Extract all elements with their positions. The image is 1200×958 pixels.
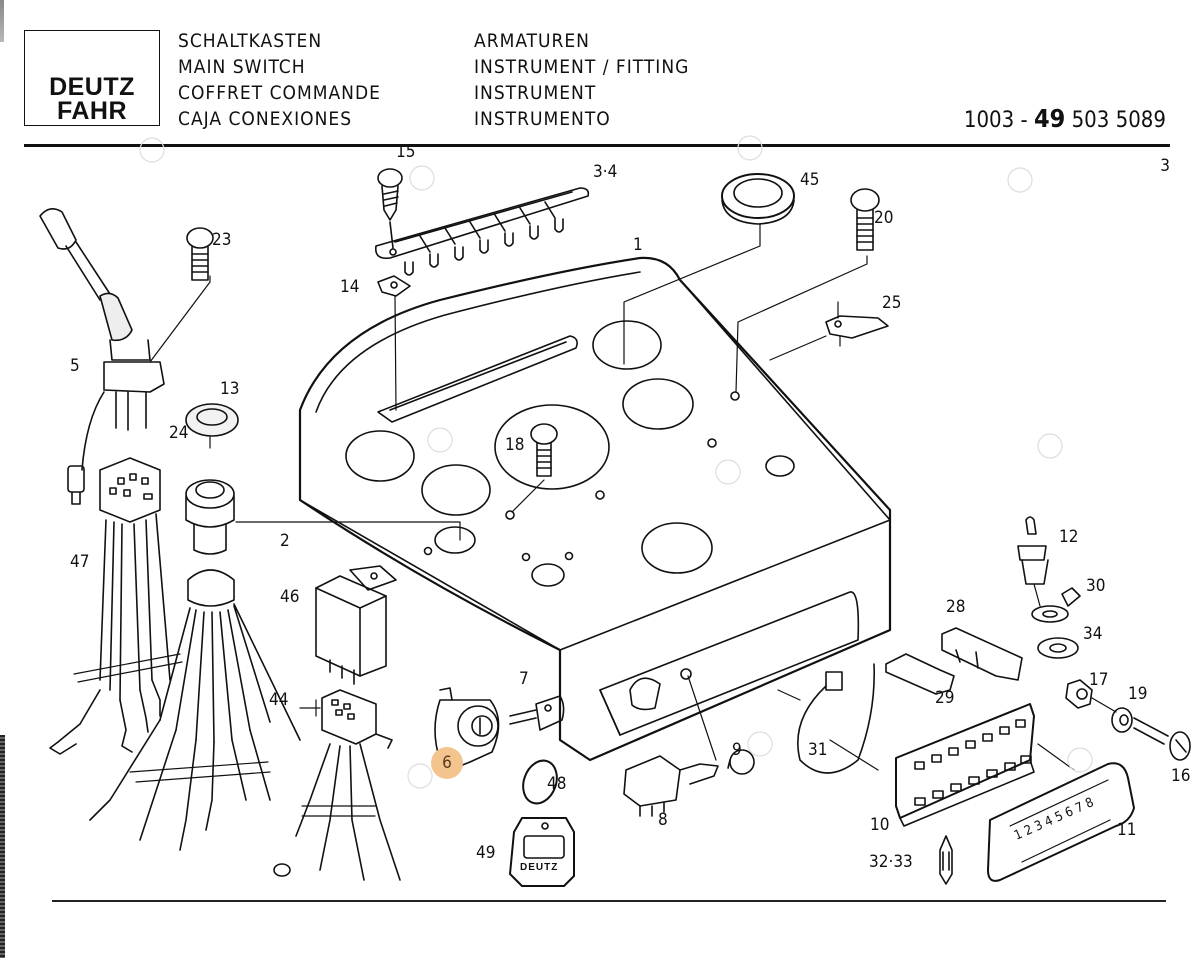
toggle-switch-5 <box>39 208 211 505</box>
group-title: SCHALTKASTEN MAIN SWITCH COFFRET COMMAND… <box>178 28 381 132</box>
switch-12 <box>1017 516 1049 607</box>
connector-29 <box>885 653 955 695</box>
part-callout-13: 13 <box>220 379 240 399</box>
part-callout-28: 28 <box>946 597 966 617</box>
screw-18 <box>511 423 558 513</box>
part-callout-48: 48 <box>547 774 567 794</box>
watermark <box>139 135 1093 789</box>
group-title-es: CAJA CONEXIONES <box>178 108 353 130</box>
bulb-32-33 <box>939 835 953 885</box>
part-callout-25: 25 <box>882 293 902 313</box>
part-callout-10: 10 <box>870 815 890 835</box>
part-callout-7: 7 <box>519 669 529 689</box>
scan-artifact <box>0 735 5 958</box>
grommet-45 <box>623 173 795 365</box>
bracket-25 <box>769 301 889 361</box>
fuse-holder-10 <box>895 703 1035 827</box>
indicator-strip <box>374 187 590 276</box>
part-number-suffix: 503 5089 <box>1071 108 1166 133</box>
part-callout-46: 46 <box>280 587 300 607</box>
switch-8 <box>623 675 719 817</box>
lamp-9 <box>727 749 755 775</box>
screw-15 <box>377 168 403 249</box>
part-callout-31: 31 <box>808 740 828 760</box>
key-fob-label: DEUTZ <box>520 862 559 873</box>
section-title-fr: INSTRUMENT <box>474 82 597 104</box>
part-callout-8: 8 <box>658 810 668 830</box>
part-callout-49: 49 <box>476 843 496 863</box>
part-callout-6[interactable]: 6 <box>431 747 463 779</box>
part-callout-1: 1 <box>633 235 643 255</box>
washer-19 <box>1111 707 1133 733</box>
part-number: 1003 - 49 503 5089 <box>964 104 1166 133</box>
cable-tie-31 <box>777 663 879 774</box>
part-callout-24: 24 <box>169 423 189 443</box>
logo-line: FAHR <box>56 97 128 125</box>
part-callout-47: 47 <box>70 552 90 572</box>
relay-46 <box>315 565 397 685</box>
clip-14 <box>377 275 411 411</box>
part-callout-5: 5 <box>70 356 80 376</box>
ring-48 <box>522 759 558 805</box>
footer-divider <box>52 900 1166 902</box>
grommet-13 <box>185 403 239 449</box>
part-callout-14: 14 <box>340 277 360 297</box>
section-title: ARMATUREN INSTRUMENT / FITTING INSTRUMEN… <box>474 28 689 132</box>
part-callout-29: 29 <box>935 688 955 708</box>
connector-44 <box>273 689 401 881</box>
brand-logo: DEUTZ FAHR <box>24 30 160 126</box>
screw-16 <box>1091 697 1191 761</box>
part-number-prefix: 1003 - <box>963 108 1028 133</box>
terminal-30 <box>1031 587 1081 623</box>
part-callout-3-4: 3·4 <box>593 162 618 182</box>
washer-34 <box>1037 637 1079 659</box>
header-divider <box>24 144 1170 147</box>
scan-artifact <box>0 0 4 42</box>
part-callout-12: 12 <box>1059 527 1079 547</box>
section-title-en: INSTRUMENT / FITTING <box>474 56 690 78</box>
part-callout-20: 20 <box>874 208 894 228</box>
part-callout-44: 44 <box>269 690 289 710</box>
section-title-es: INSTRUMENTO <box>474 108 611 130</box>
part-callout-17: 17 <box>1089 670 1109 690</box>
group-title-de: SCHALTKASTEN <box>178 30 323 52</box>
part-callout-23: 23 <box>212 230 232 250</box>
part-callout-15: 15 <box>396 142 416 162</box>
part-callout-19: 19 <box>1128 684 1148 704</box>
screw-20 <box>735 188 880 393</box>
screw-23 <box>186 227 214 281</box>
page-number: 3 <box>1160 156 1170 176</box>
part-callout-45: 45 <box>800 170 820 190</box>
nut-17 <box>1065 679 1093 709</box>
part-number-group: 49 <box>1033 104 1066 133</box>
fuse-cover-11 <box>987 743 1135 882</box>
part-callout-2: 2 <box>280 531 290 551</box>
part-callout-11: 11 <box>1117 820 1137 840</box>
part-callout-30: 30 <box>1086 576 1106 596</box>
dashboard-housing <box>298 256 892 762</box>
part-callout-34: 34 <box>1083 624 1103 644</box>
connector-47 <box>49 457 183 755</box>
lamp-holder-24 <box>89 479 461 851</box>
part-callout-18: 18 <box>505 435 525 455</box>
key-fob-49 <box>509 817 575 887</box>
section-title-de: ARMATUREN <box>474 30 590 52</box>
key-7 <box>509 695 565 731</box>
part-callout-9: 9 <box>732 740 742 760</box>
part-callout-32-33: 32·33 <box>869 852 913 872</box>
part-callout-16: 16 <box>1171 766 1191 786</box>
logo-line: DEUTZ <box>49 73 135 101</box>
ignition-switch-6 <box>434 687 500 771</box>
group-title-en: MAIN SWITCH <box>178 56 306 78</box>
group-title-fr: COFFRET COMMANDE <box>178 82 381 104</box>
connector-28 <box>941 627 1023 681</box>
